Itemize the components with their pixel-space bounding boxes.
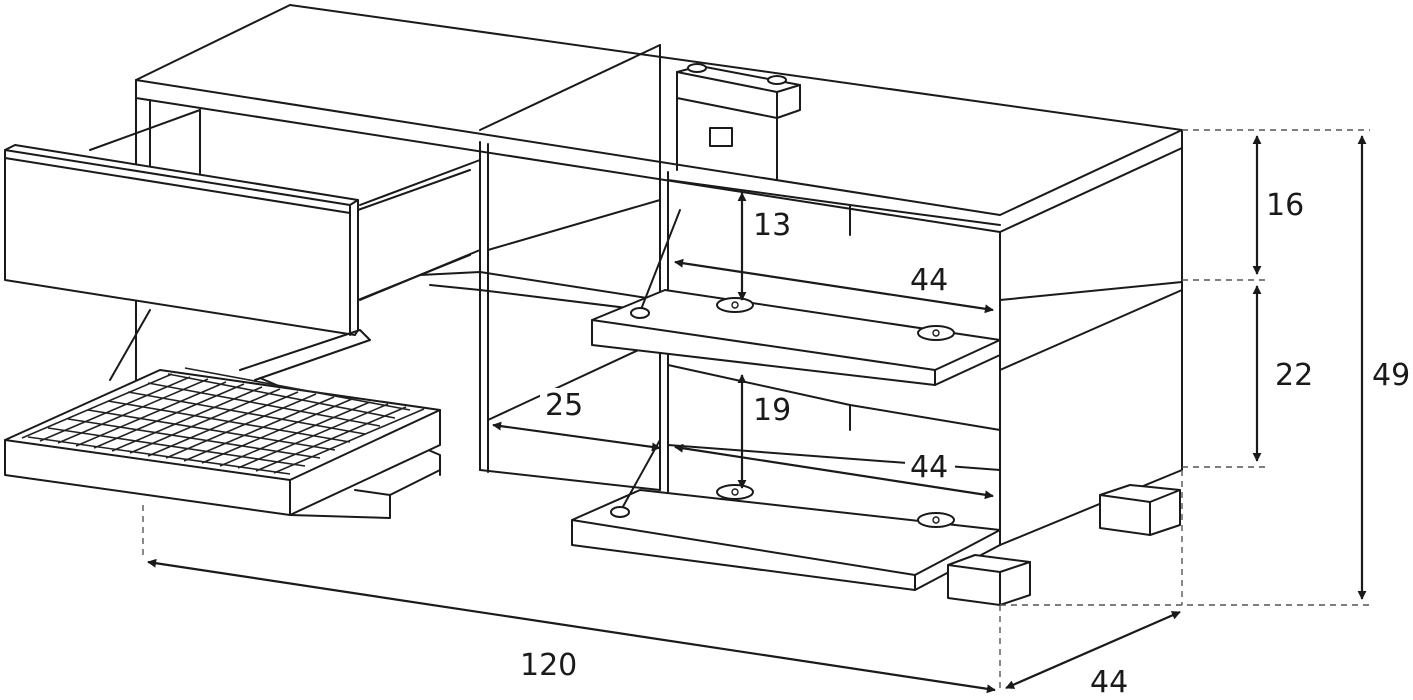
lower-compartment-height-label: 19 <box>753 393 791 428</box>
width-label: 120 <box>520 648 577 683</box>
total-height-label: 49 <box>1372 358 1410 393</box>
lower-compartment-depth-label: 44 <box>910 450 948 485</box>
open-drawer <box>4 109 471 336</box>
center-compartment-width-label: 25 <box>545 388 583 423</box>
upper-compartment-depth-label: 44 <box>910 263 948 298</box>
cabinet-body <box>135 4 1183 546</box>
depth-label: 44 <box>1090 665 1128 700</box>
upper-compartment-height-label: 13 <box>753 208 791 243</box>
hinge-icon <box>716 484 754 500</box>
extension-lines <box>142 129 1370 690</box>
top-section-height-label: 16 <box>1266 188 1304 223</box>
cable-box <box>676 63 801 181</box>
hinge-icon <box>716 297 754 313</box>
upper-flap-door <box>591 209 1001 386</box>
middle-section-height-label: 22 <box>1275 358 1313 393</box>
hinge-icon <box>917 512 955 528</box>
hinge-icon <box>917 325 955 341</box>
pull-out-vented-shelf <box>4 309 441 519</box>
dimension-arrows <box>147 135 1367 694</box>
